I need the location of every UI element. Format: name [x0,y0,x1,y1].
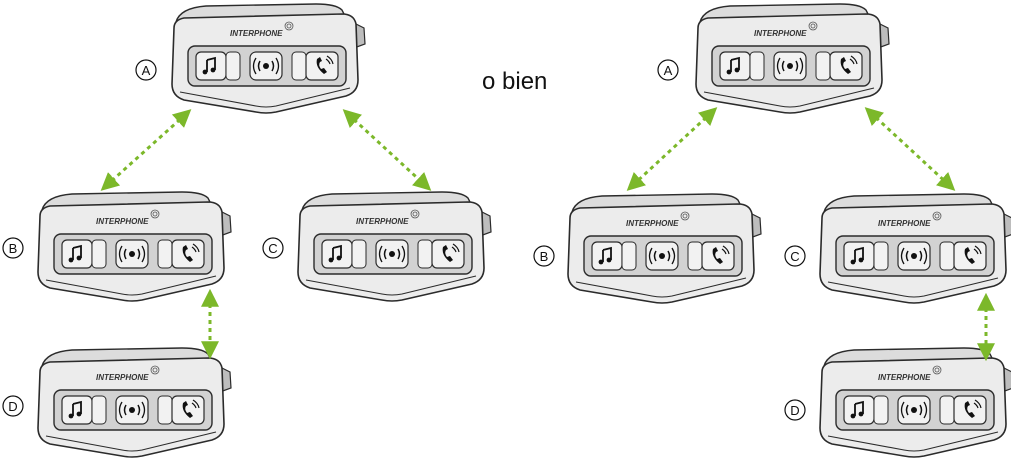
label-c-left: C [262,237,284,259]
brand-text: INTERPHONE [356,217,409,226]
right-diagram [567,3,1011,458]
intercom-device-d-left [37,347,232,458]
brand-text: INTERPHONE [754,29,807,38]
intercom-device-b-right [567,193,762,304]
svg-text:A: A [664,63,673,78]
link-a-b-right [626,107,718,191]
connector-text: o bien [482,68,548,95]
label-b-right: B [533,245,555,267]
svg-text:D: D [8,399,17,414]
intercom-device-c-left [297,191,492,302]
intercom-device-a-left [171,3,366,114]
intercom-device-c-right [819,193,1011,304]
svg-text:C: C [268,241,277,256]
intercom-device-b-left [37,191,232,302]
link-a-b-left [100,109,192,191]
brand-text: INTERPHONE [878,219,931,228]
label-a-right: A [657,59,679,81]
label-d-left: D [2,395,24,417]
brand-text: INTERPHONE [230,29,283,38]
left-diagram [37,3,492,458]
svg-text:D: D [790,403,799,418]
svg-text:B: B [9,241,18,256]
label-d-right: D [784,399,806,421]
brand-text: INTERPHONE [96,373,149,382]
link-a-c-right [864,107,956,191]
intercom-device-d-right [819,347,1011,458]
brand-text: INTERPHONE [878,373,931,382]
link-a-c-left [342,109,432,191]
svg-text:B: B [540,249,549,264]
label-c-right: C [784,245,806,267]
label-b-left: B [2,237,24,259]
brand-text: INTERPHONE [96,217,149,226]
intercom-device-a-right [695,3,890,114]
label-a-left: A [135,59,157,81]
svg-text:C: C [790,249,799,264]
brand-text: INTERPHONE [626,219,679,228]
svg-text:A: A [142,63,151,78]
